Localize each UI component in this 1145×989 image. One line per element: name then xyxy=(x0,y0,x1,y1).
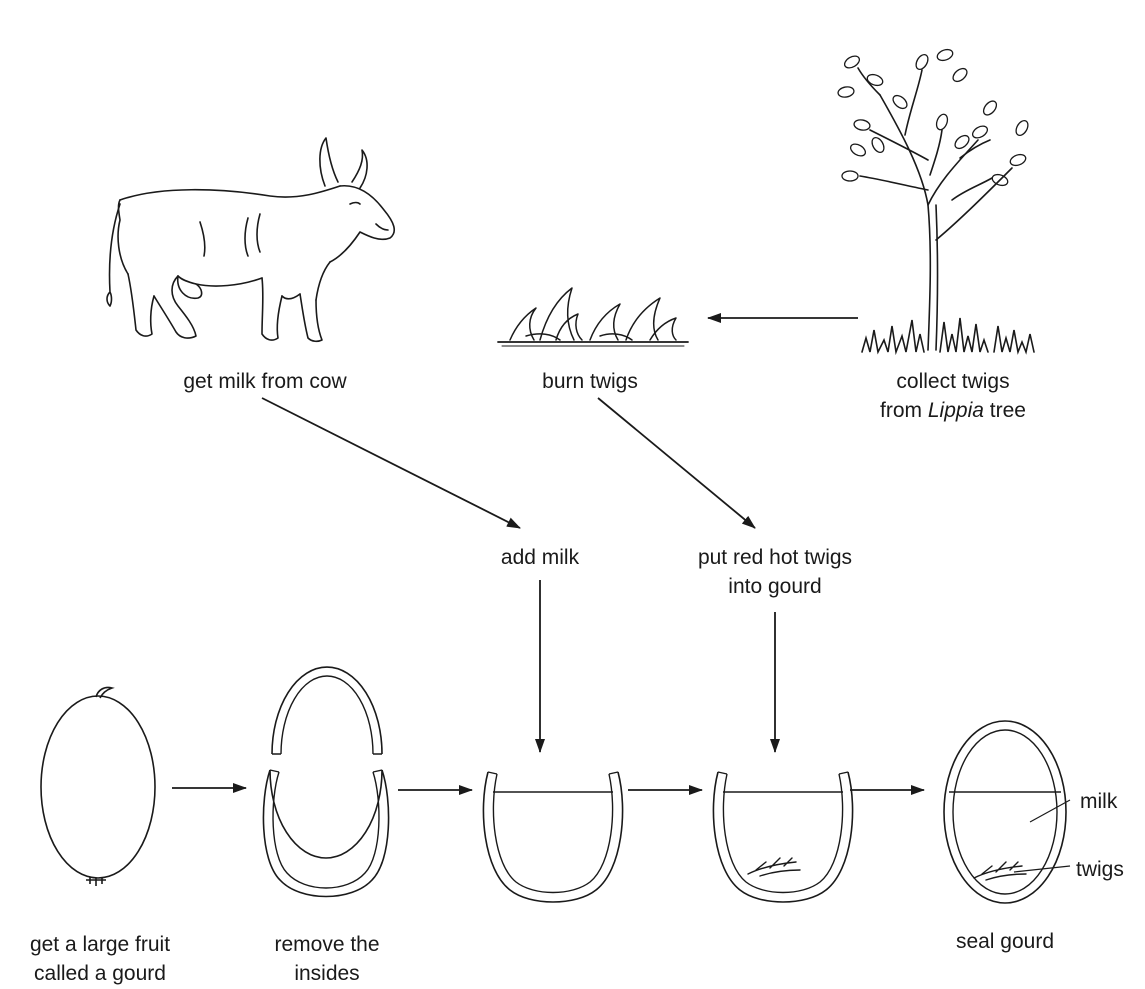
label-collect-line2: from Lippia tree xyxy=(848,396,1058,425)
callout-milk: milk xyxy=(1080,787,1117,816)
callout-lines xyxy=(1014,800,1070,872)
gourd-icon xyxy=(263,667,388,896)
cow-icon xyxy=(107,138,394,341)
label-collect-twigs: collect twigs from Lippia tree xyxy=(848,367,1058,425)
label-put-twigs: put red hot twigs into gourd xyxy=(660,543,890,601)
tree-icon xyxy=(837,48,1034,352)
gourd-icon xyxy=(713,772,852,902)
gourd-icon xyxy=(483,772,622,902)
label-get-milk: get milk from cow xyxy=(140,367,390,396)
label-seal-gourd: seal gourd xyxy=(920,927,1090,956)
label-get-fruit: get a large fruit called a gourd xyxy=(0,930,200,988)
arrow-cow-to-add-milk xyxy=(262,398,520,528)
label-remove-insides: remove the insides xyxy=(232,930,422,988)
label-burn-twigs: burn twigs xyxy=(500,367,680,396)
callout-twigs: twigs xyxy=(1076,855,1124,884)
arrow-burn-to-put-twigs xyxy=(598,398,755,528)
fire-icon xyxy=(498,288,688,346)
twigs-callout-line xyxy=(1014,866,1070,872)
label-add-milk: add milk xyxy=(470,543,610,572)
gourd-icon xyxy=(41,687,155,886)
milk-callout-line xyxy=(1030,800,1070,822)
twigs-icon xyxy=(748,858,800,876)
